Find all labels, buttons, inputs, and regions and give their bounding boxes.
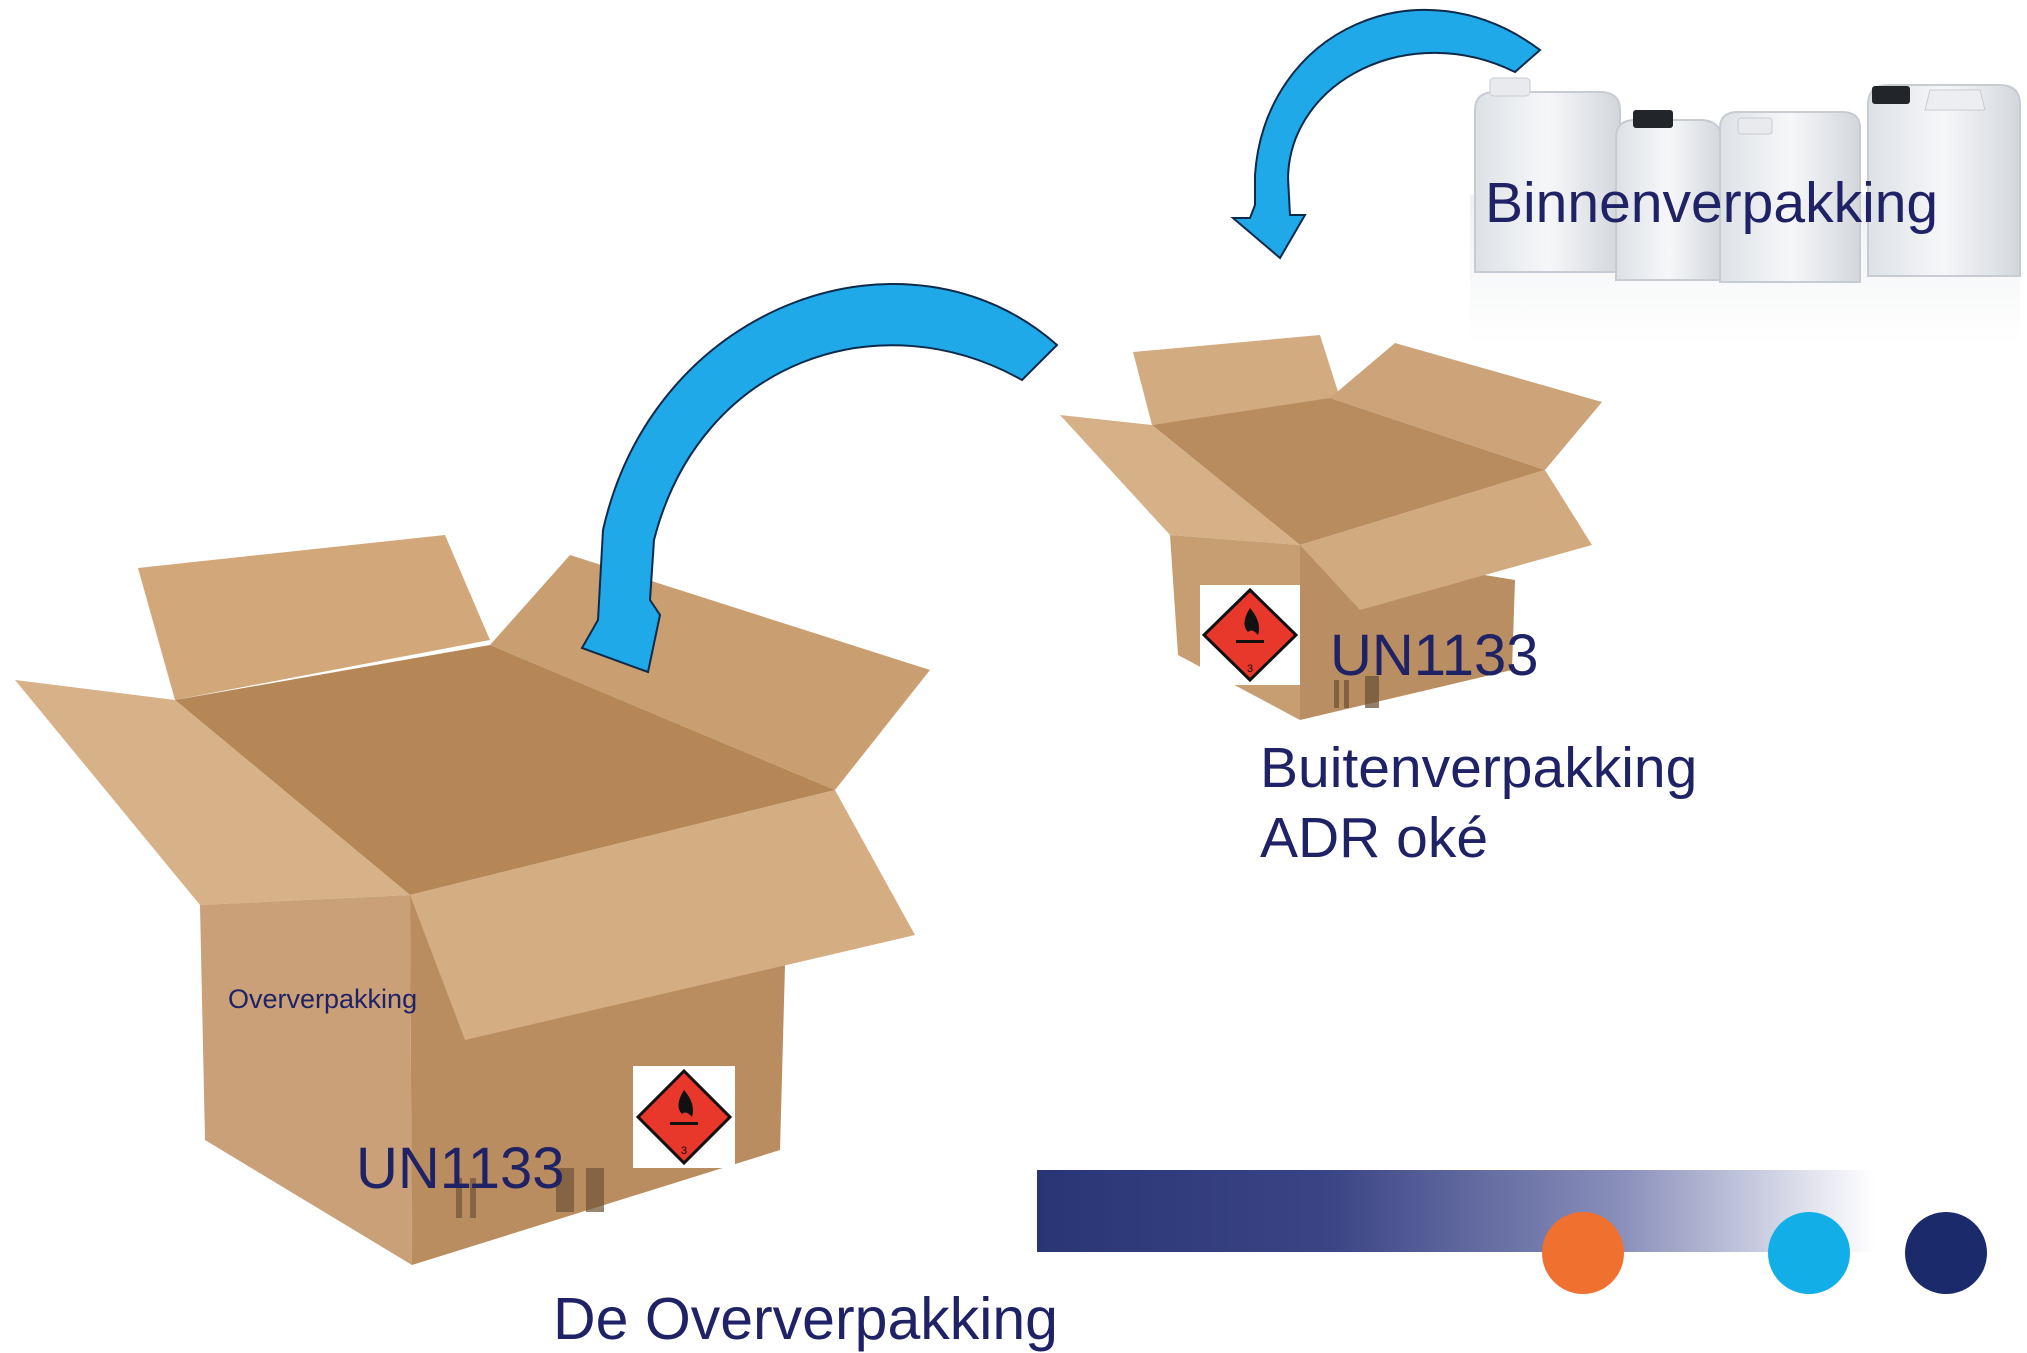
orange-dot-icon bbox=[1542, 1212, 1624, 1294]
hazard-class-large: 3 bbox=[681, 1145, 687, 1157]
label-outer-packaging: Buitenverpakking ADR oké bbox=[1260, 733, 1697, 873]
navy-dot-icon bbox=[1905, 1212, 1987, 1294]
cyan-dot-icon bbox=[1768, 1212, 1850, 1294]
label-inner-packaging: Binnenverpakking bbox=[1485, 171, 1939, 235]
label-overpack-caption: De Oververpakking bbox=[553, 1286, 1058, 1352]
canisters-image bbox=[1470, 77, 2021, 345]
hazard-class-small: 3 bbox=[1247, 663, 1253, 675]
label-overpack-small: Oververpakking bbox=[228, 984, 418, 1014]
label-outer-packaging-line1: Buitenverpakking bbox=[1260, 736, 1698, 800]
decorative-gradient-bar bbox=[1037, 1170, 1875, 1252]
curved-arrow-outer-to-overpack-icon bbox=[580, 283, 1059, 674]
hazard-label-flammable-small: 3 bbox=[1200, 585, 1300, 685]
label-outer-un-number: UN1133 bbox=[1330, 623, 1539, 688]
curved-arrow-inner-to-outer-icon bbox=[1230, 8, 1542, 260]
hazard-label-flammable-large: 3 bbox=[633, 1066, 735, 1168]
label-overpack-un-number: UN1133 bbox=[356, 1136, 565, 1201]
label-outer-packaging-line2: ADR oké bbox=[1260, 806, 1489, 870]
